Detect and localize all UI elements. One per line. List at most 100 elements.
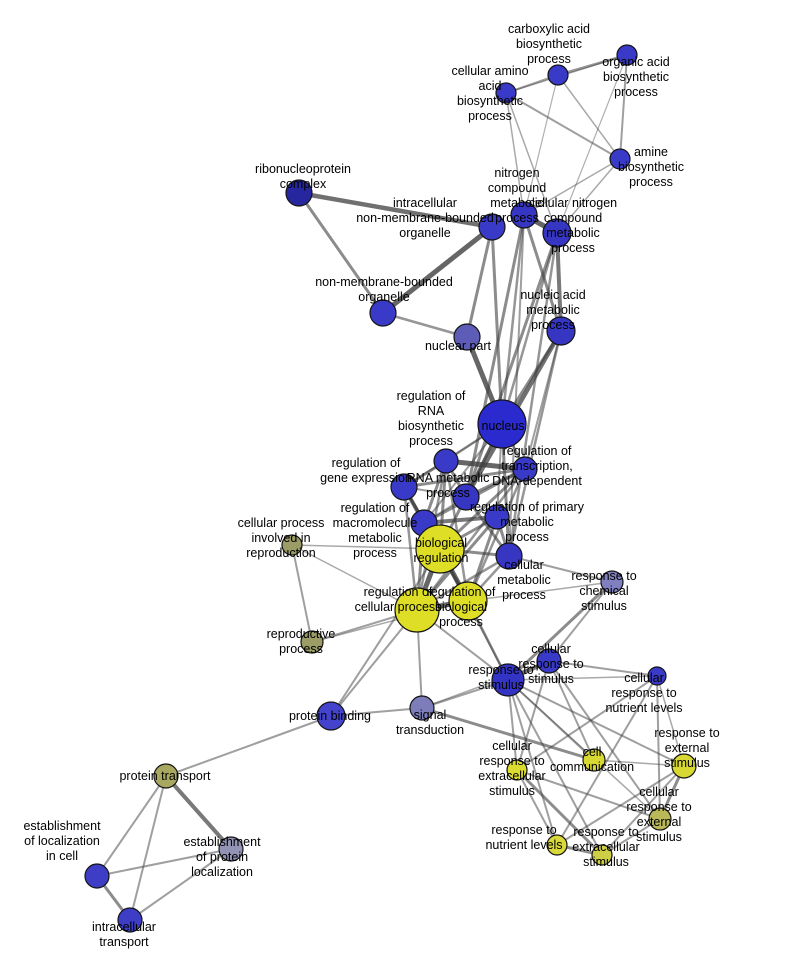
graph-edge [291,544,441,550]
node-label: response to [571,569,636,583]
node-label: stimulus [489,784,535,798]
node-label: intracellular [92,920,156,934]
graph-node-regbio[interactable] [448,581,488,621]
node-label: process [279,642,323,656]
graph-edge [507,675,658,681]
graph-edge [415,467,527,612]
graph-node-eploc[interactable] [218,836,244,862]
graph-node-npart[interactable] [453,323,481,351]
node-label: biosynthetic [457,94,523,108]
graph-node-bioreg[interactable] [415,524,465,574]
node-label: biosynthetic [398,419,464,433]
graph-node-regprim[interactable] [484,504,510,530]
graph-node-nitro[interactable] [510,201,538,229]
node-label: response to [654,726,719,740]
graph-node-rnamet[interactable] [452,483,480,511]
node-label: biosynthetic [603,70,669,84]
graph-edge [656,675,685,767]
graph-edge [505,92,621,160]
graph-node-organic[interactable] [616,44,638,66]
graph-node-cprepro[interactable] [281,534,303,556]
node-label: chemical [579,584,628,598]
graph-node-rstim[interactable] [491,663,525,697]
graph-node-nucleic[interactable] [546,316,576,346]
node-label: process [468,109,512,123]
graph-node-crstim[interactable] [536,648,562,674]
node-label: response to [626,800,691,814]
node-label: organelle [358,290,409,304]
node-label: macromolecule [333,516,418,530]
node-label: regulation [414,551,469,565]
graph-node-nmb[interactable] [369,299,397,327]
node-label: process [502,588,546,602]
graph-node-regcell[interactable] [394,587,440,633]
node-label: localization [191,865,253,879]
graph-node-nucleus[interactable] [477,399,527,449]
node-label: nucleus [481,419,524,433]
graph-node-cnitro[interactable] [542,218,572,248]
graph-edge [164,774,233,851]
node-label: response to [468,663,533,677]
graph-node-amine[interactable] [609,148,631,170]
node-label: amine [634,145,668,159]
graph-node-rnutr[interactable] [546,834,568,856]
node-label: communication [550,760,634,774]
graph-node-ccomm[interactable] [582,748,606,772]
graph-node-crextra[interactable] [506,759,528,781]
node-label: extracellular [478,769,545,783]
graph-node-regtx[interactable] [512,456,538,482]
node-label: complex [280,177,327,191]
node-label: extracellular [572,840,639,854]
node-label: process [426,486,470,500]
graph-edge [297,191,385,315]
graph-node-carbox[interactable] [547,64,569,86]
node-label: cellular [531,642,571,656]
graph-edge [523,74,559,216]
node-label: protein binding [289,709,371,723]
graph-edge [500,213,526,426]
graph-node-regrna[interactable] [433,448,459,474]
graph-edge [311,600,469,643]
node-label: response to [479,754,544,768]
node-label: cellular amino [451,64,528,78]
node-label: metabolic [497,573,551,587]
node-label: signal [414,708,447,722]
graph-node-crext[interactable] [648,807,672,831]
graph-edge [619,54,628,160]
graph-edge [96,775,167,877]
graph-node-rextra[interactable] [591,844,613,866]
node-label: cellular process [355,600,442,614]
graph-node-rext[interactable] [671,753,697,779]
graph-edge [464,213,526,499]
node-label: gene expression [320,471,412,485]
graph-edge [402,467,527,489]
node-label: transport [99,935,149,949]
node-label: nuclear part [425,339,492,353]
graph-node-itrans[interactable] [117,907,143,933]
node-label: process [353,546,397,560]
node-label: nutrient levels [485,838,562,852]
graph-node-elcell[interactable] [84,863,110,889]
graph-node-inmb[interactable] [478,213,506,241]
graph-node-cellmet[interactable] [495,542,523,570]
graph-node-crnutr[interactable] [647,666,667,686]
graph-node-rchem[interactable] [600,570,624,594]
graph-node-ribo[interactable] [285,179,313,207]
node-label: regulation of [397,389,466,403]
graph-node-cam[interactable] [495,82,517,104]
graph-edge [516,769,558,846]
node-label: nutrient levels [605,701,682,715]
graph-node-reggene[interactable] [390,473,418,501]
node-label: nucleic acid [520,288,585,302]
graph-node-pbind[interactable] [316,701,346,731]
graph-node-ptrans[interactable] [153,763,179,789]
graph-edge [330,548,441,717]
graph-edge [490,225,504,426]
graph-node-repro[interactable] [300,630,324,654]
graph-edge [523,158,621,216]
graph-edge [516,769,661,820]
graph-node-sigtx[interactable] [409,695,435,721]
graph-edge [380,224,495,316]
node-label: ribonucleoprotein [255,162,351,176]
